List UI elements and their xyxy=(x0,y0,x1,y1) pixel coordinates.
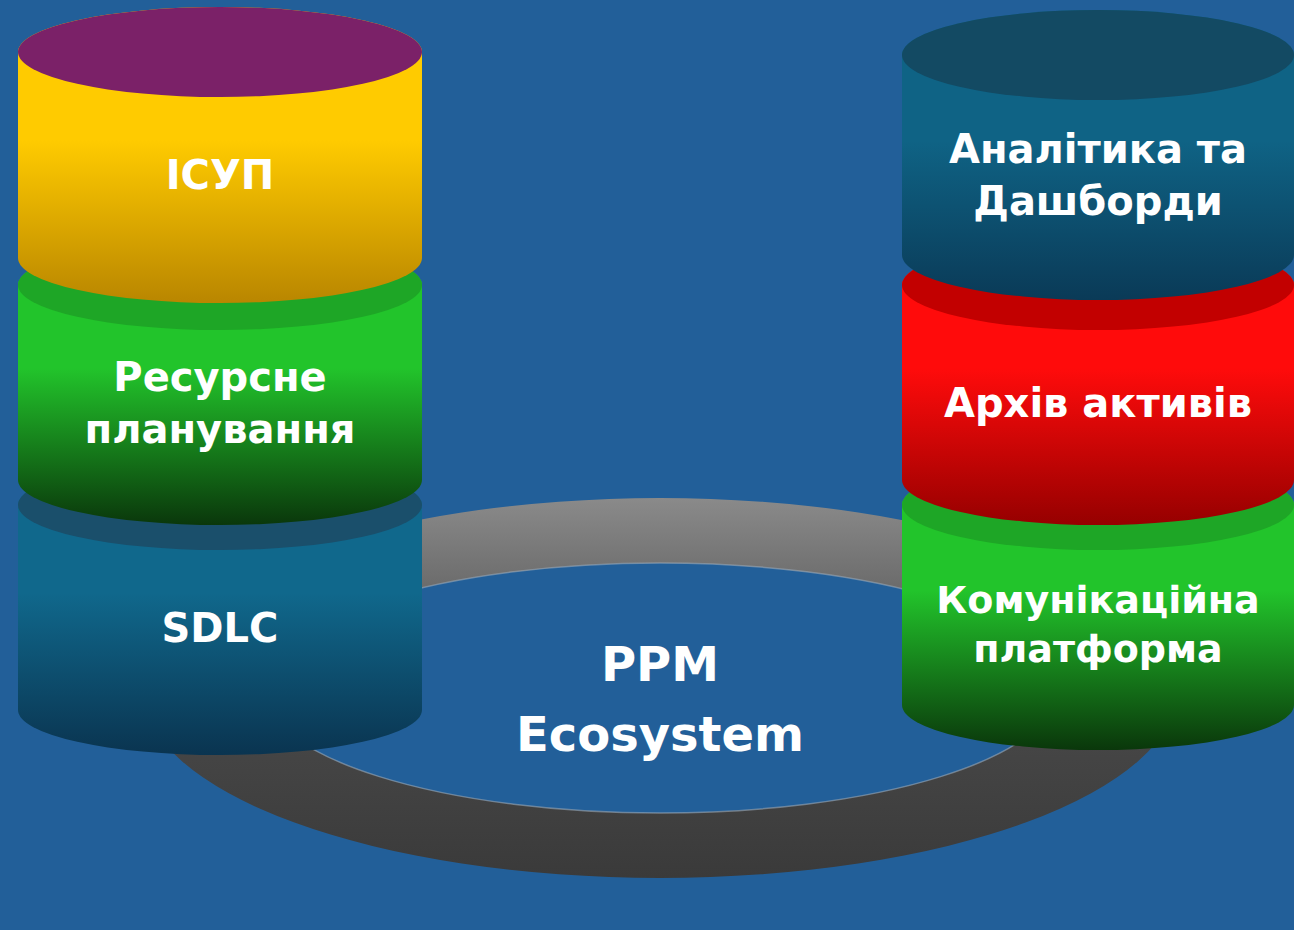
segment-label: SDLC xyxy=(32,602,408,654)
segment-label: Ресурсне планування xyxy=(32,351,408,455)
cylinder-segment: ІСУП xyxy=(18,7,422,303)
cylinder-segment: Аналітика та Дашборди xyxy=(902,10,1294,300)
center-title: PPM Ecosystem xyxy=(500,630,820,769)
segment-label: Комунікаційна платформа xyxy=(916,576,1280,675)
segment-label: Архів активів xyxy=(916,377,1280,429)
segment-label: ІСУП xyxy=(32,149,408,201)
segment-label: Аналітика та Дашборди xyxy=(916,123,1280,227)
